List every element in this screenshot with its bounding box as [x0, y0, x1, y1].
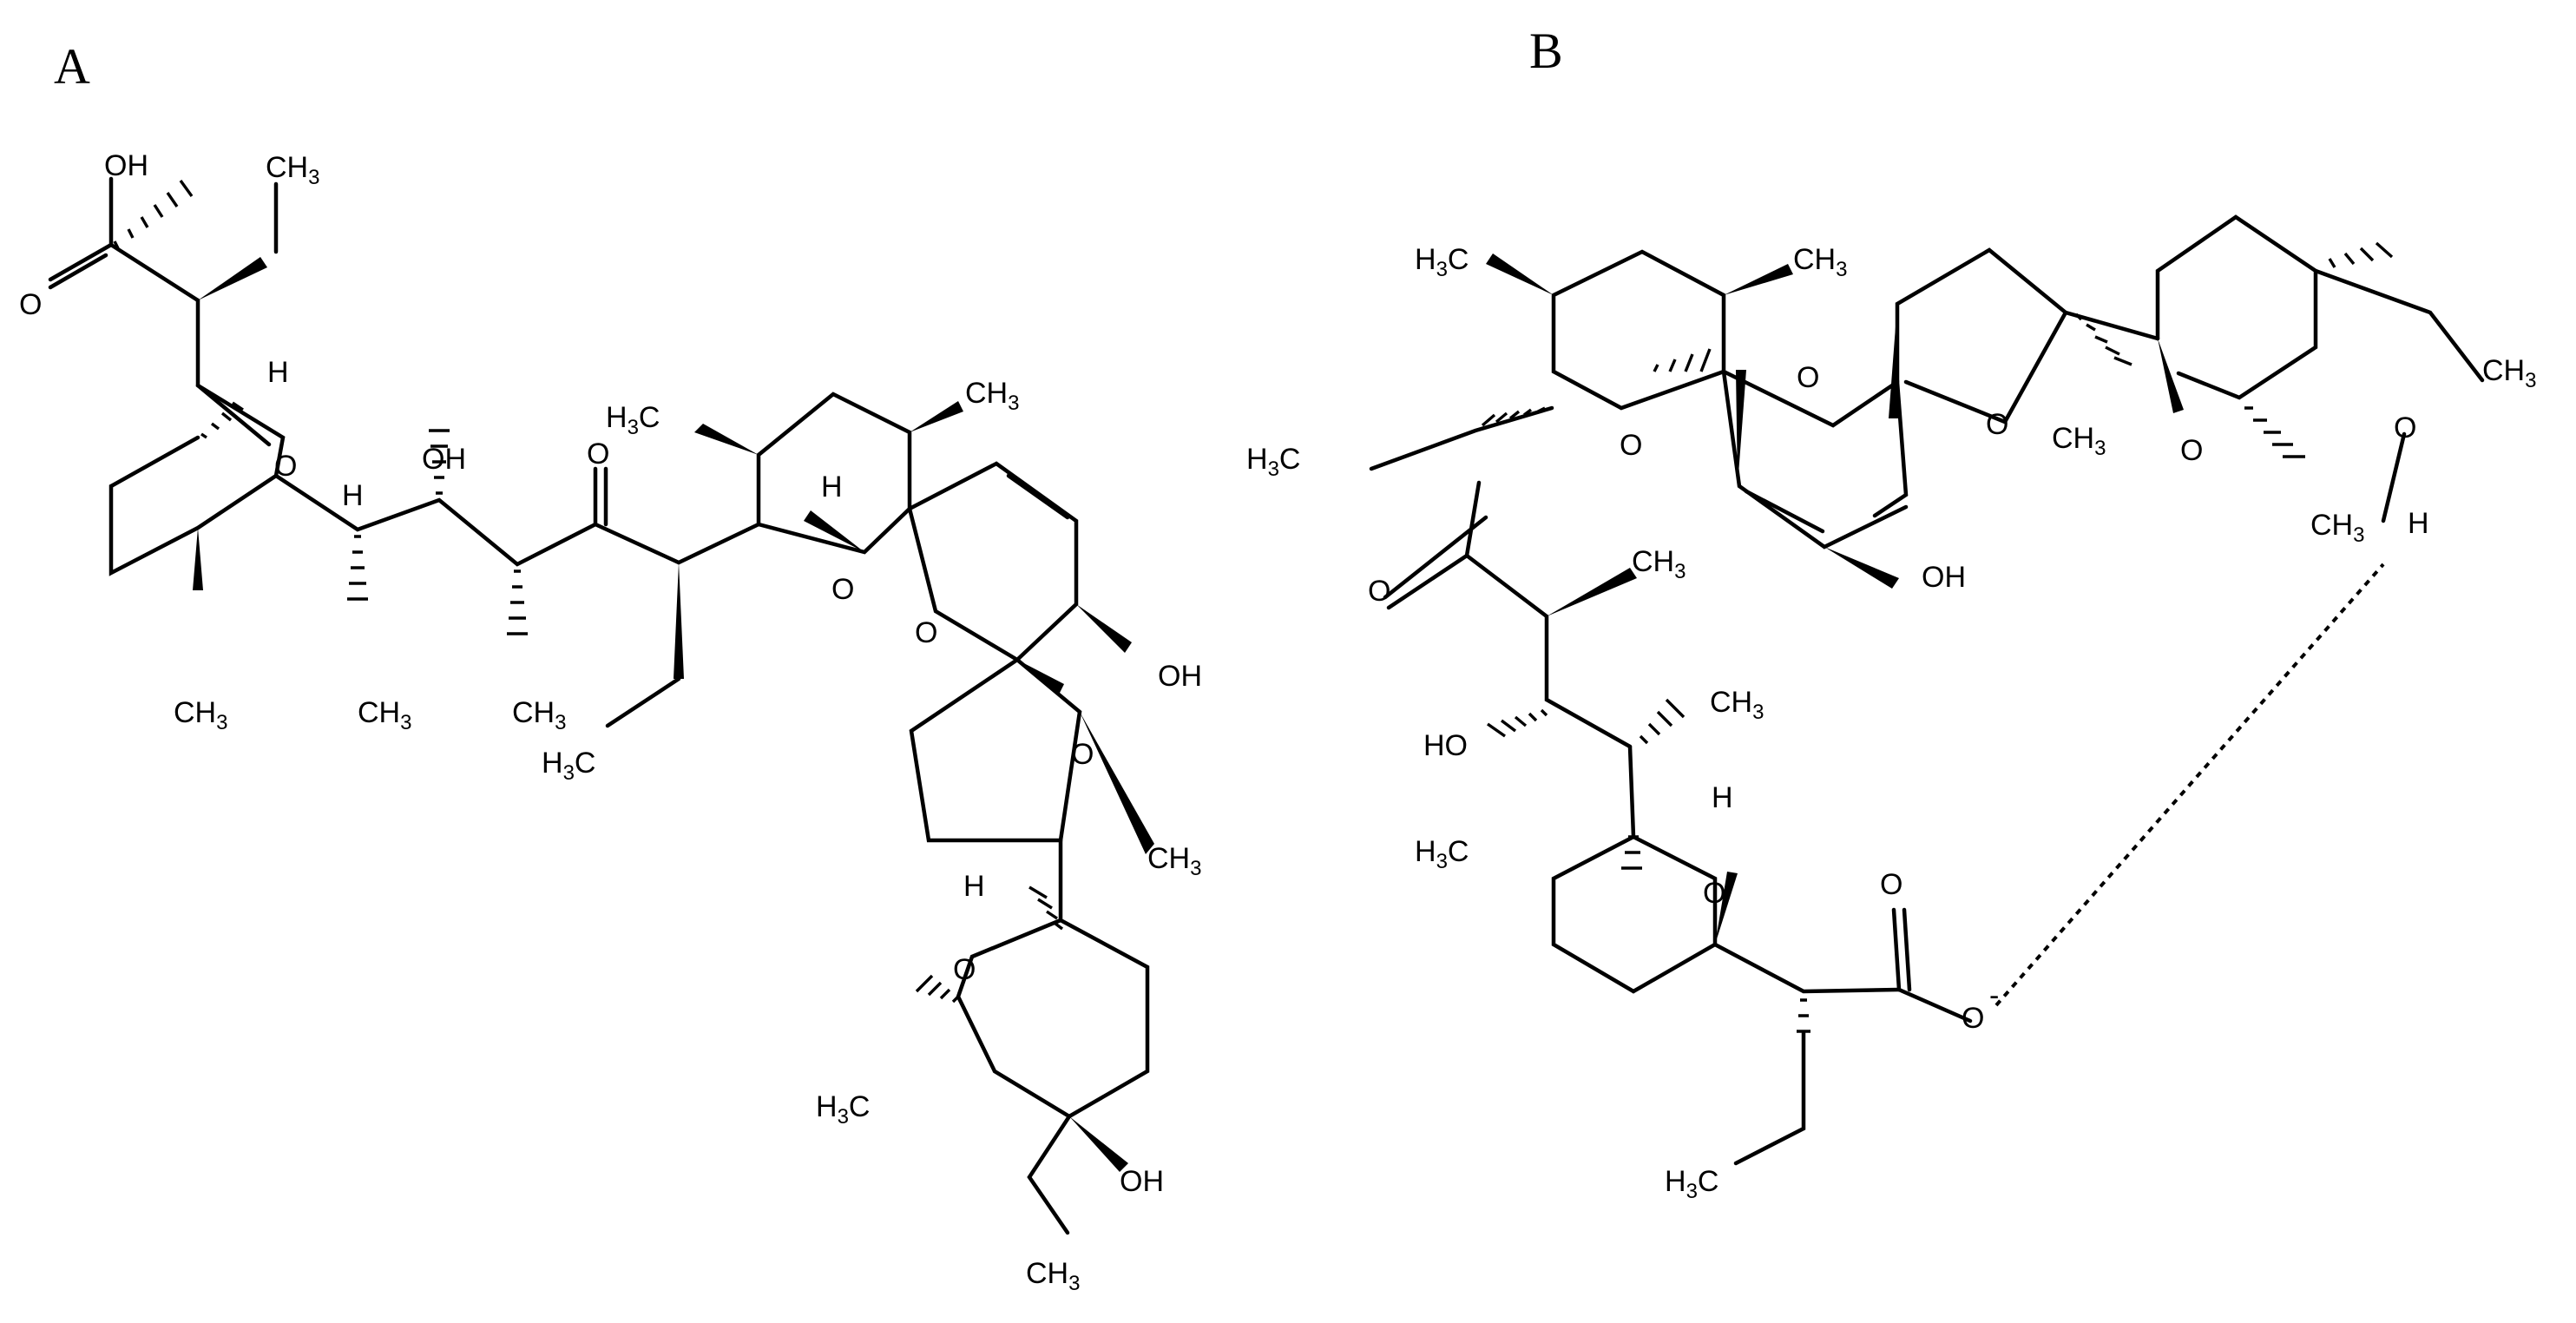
- label-h: H: [342, 479, 364, 512]
- label-h: H: [963, 870, 985, 903]
- label-ch3: CH3: [2052, 422, 2106, 460]
- label-ch3: CH3: [1147, 842, 1201, 880]
- hydrogen-bond-line: [1994, 563, 2385, 1007]
- label-h3c: H3C: [542, 747, 595, 785]
- label-o-ring: O: [1620, 429, 1642, 462]
- label-o-ketone: O: [1368, 575, 1390, 608]
- structure-a-labels: OH O CH3 H O H CH3 OH CH3 O CH3 H3C H3C …: [19, 149, 1202, 1295]
- panel-label-b: B: [1529, 23, 1563, 79]
- label-o-carbonyl: O: [19, 288, 42, 321]
- label-o-hbond: O: [2394, 411, 2416, 444]
- structure-b-wedges: [1486, 253, 2184, 945]
- label-ch3: CH3: [965, 377, 1019, 415]
- label-ch3: CH3: [1710, 686, 1764, 724]
- label-h: H: [1712, 781, 1733, 814]
- label-h: H: [2408, 507, 2429, 540]
- structure-a-hashes: [113, 180, 1064, 1004]
- label-o-spiro: O: [1797, 361, 1819, 394]
- label-oh: OH: [422, 443, 466, 476]
- label-o-thf: O: [1071, 738, 1094, 771]
- label-ch3: CH3: [1793, 243, 1847, 281]
- label-oh: OH: [1120, 1165, 1164, 1198]
- label-o-ring: O: [953, 953, 976, 986]
- label-o-spiro: O: [915, 616, 937, 649]
- label-o-carboxyl: O: [1880, 868, 1902, 901]
- label-ho: HO: [1423, 729, 1468, 762]
- label-oh: OH: [1922, 561, 1966, 594]
- label-ch3: CH3: [1632, 545, 1686, 583]
- label-h3c: H3C: [1246, 443, 1300, 481]
- label-ch3: CH3: [174, 696, 227, 734]
- structure-b-hashes: [1481, 241, 2394, 1033]
- label-o-ring: O: [2180, 434, 2203, 467]
- label-ch3: CH3: [1026, 1257, 1080, 1295]
- label-h: H: [267, 356, 289, 389]
- label-h3c: H3C: [606, 401, 660, 439]
- label-h3c: H3C: [1415, 243, 1469, 281]
- label-h: H: [821, 471, 843, 504]
- label-o-minus: O: [1962, 1002, 1984, 1035]
- label-ch3: CH3: [2310, 509, 2364, 547]
- label-ch3: CH3: [2482, 354, 2536, 392]
- label-h3c: H3C: [1665, 1165, 1718, 1203]
- label-charge: -: [1989, 979, 1999, 1012]
- structure-b: B: [1246, 23, 2536, 1203]
- panel-label-a: A: [54, 38, 90, 95]
- label-h3c: H3C: [1415, 835, 1469, 873]
- label-ch3: CH3: [358, 696, 411, 734]
- label-ch3: CH3: [266, 151, 319, 189]
- label-o-ring: O: [1703, 877, 1725, 910]
- label-h3c: H3C: [816, 1090, 870, 1129]
- label-o-ketone: O: [587, 438, 609, 471]
- label-ch3: CH3: [512, 696, 566, 734]
- label-o-thf: O: [1986, 408, 2008, 441]
- label-o-ring: O: [831, 573, 854, 606]
- label-oh-acid: OH: [104, 149, 148, 182]
- structure-a-wedges: [193, 257, 1154, 1172]
- structure-b-labels: H3C CH3 O O O CH3 O CH3 CH3 O H H3C O CH…: [1246, 243, 2536, 1203]
- structure-b-bonds: [1369, 214, 2485, 1166]
- label-oh: OH: [1158, 660, 1202, 693]
- structure-a: A: [19, 38, 1202, 1295]
- label-o-ring: O: [274, 450, 297, 483]
